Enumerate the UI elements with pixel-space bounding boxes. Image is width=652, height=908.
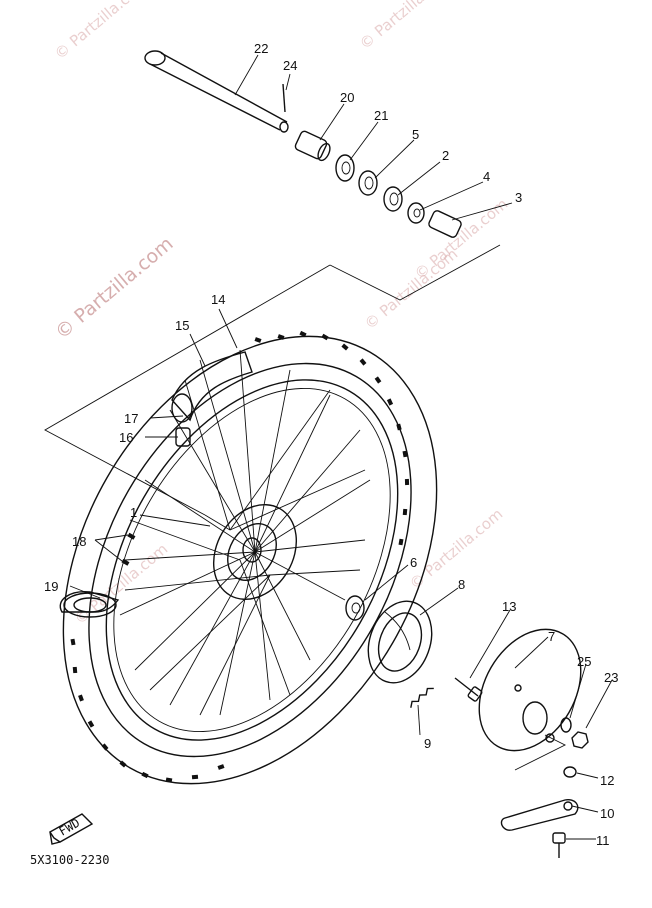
callout-4: 4 <box>483 169 490 184</box>
callout-7: 7 <box>548 629 555 644</box>
callout-3: 3 <box>515 190 522 205</box>
callout-24: 24 <box>283 58 297 73</box>
cam-lever <box>500 799 579 831</box>
callout-20: 20 <box>340 90 354 105</box>
hub-oil-seal <box>345 595 365 621</box>
tube <box>171 351 253 423</box>
spokes <box>119 349 371 716</box>
tire-tread <box>70 330 410 783</box>
callout-11: 11 <box>596 833 610 848</box>
watermark: © Partzilla.com <box>411 195 511 283</box>
plate-nut <box>571 731 589 749</box>
watermark-layer: © Partzilla.com © Partzilla.com © Partzi… <box>51 0 511 628</box>
tire-section <box>59 591 120 618</box>
callout-25: 25 <box>577 654 591 669</box>
cam-lever-bolt <box>552 832 566 858</box>
cam-lever-nut <box>563 766 577 778</box>
callout-15: 15 <box>175 318 189 333</box>
brake-plate <box>478 628 582 752</box>
callout-5: 5 <box>412 127 419 142</box>
callout-21: 21 <box>374 108 388 123</box>
front-axle <box>144 50 289 133</box>
callout-23: 23 <box>604 670 618 685</box>
front-wheel <box>62 330 438 785</box>
fwd-arrow: FWD <box>48 813 94 845</box>
collar <box>294 130 331 162</box>
spacer <box>428 210 462 238</box>
watermark: © Partzilla.com <box>356 0 456 53</box>
callout-1: 1 <box>130 505 137 520</box>
callout-2: 2 <box>442 148 449 163</box>
callout-13: 13 <box>502 599 516 614</box>
callout-8: 8 <box>458 577 465 592</box>
callout-10: 10 <box>600 806 614 821</box>
cotter-pin <box>282 83 286 113</box>
brake-bolt <box>454 677 483 702</box>
watermark: © Partzilla.com <box>51 0 151 63</box>
spoke-nipples <box>121 532 136 566</box>
callout-6: 6 <box>410 555 417 570</box>
callout-16: 16 <box>119 430 133 445</box>
callout-19: 19 <box>44 579 58 594</box>
callout-22: 22 <box>254 41 268 56</box>
watermark: © Partzilla.com <box>51 233 177 344</box>
callout-14: 14 <box>211 292 225 307</box>
diagram-reference-code: 5X3100-2230 <box>30 853 109 867</box>
oil-seal <box>335 154 355 182</box>
callout-9: 9 <box>424 736 431 751</box>
callout-18: 18 <box>72 534 86 549</box>
callout-12: 12 <box>600 773 614 788</box>
callout-17: 17 <box>124 411 138 426</box>
washer <box>407 202 425 224</box>
callout-labels: 22 24 20 21 5 2 4 3 14 15 17 16 1 18 19 … <box>44 41 618 848</box>
leader-lines <box>69 54 613 840</box>
spring <box>410 687 434 708</box>
bearing <box>358 170 378 196</box>
fwd-label: FWD <box>57 816 83 839</box>
plate-washer <box>560 717 572 733</box>
assembly-guide-lines <box>44 244 567 771</box>
bearing-2 <box>383 186 403 212</box>
brake-shoe <box>367 600 433 684</box>
